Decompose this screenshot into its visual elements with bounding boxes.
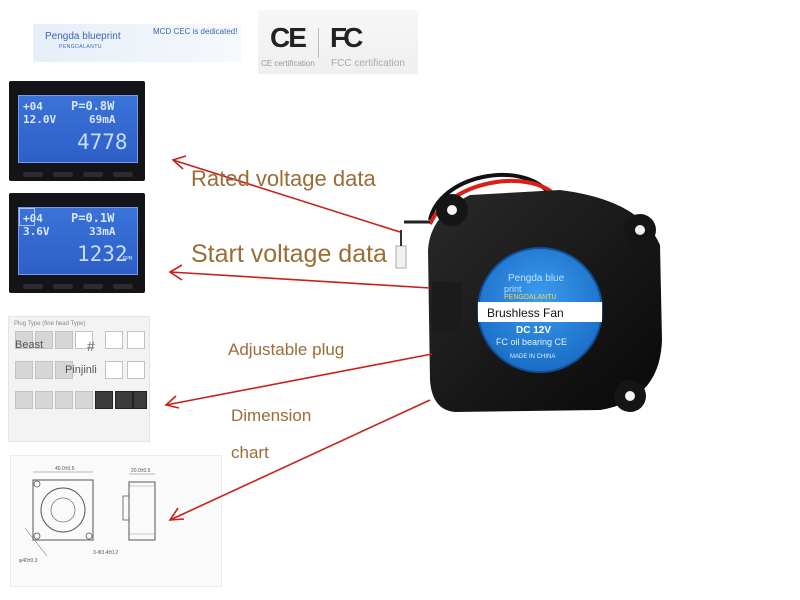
label-dimension: Dimension — [231, 406, 312, 425]
dim-diagonal-label: φ40±0.3 — [19, 558, 38, 564]
meter-display: +04 P=0.8W 12.0V 69mA 4778 — [18, 95, 138, 163]
plug-thumbnail — [133, 391, 147, 409]
fcc-mark-icon: FC — [330, 22, 363, 53]
sticker-brand: Pengda blue — [508, 273, 565, 284]
ce-label: CE certification — [261, 59, 315, 68]
meter-rpm: 4778 — [77, 130, 128, 154]
dimension-drawing: 40.0±0.5 20.0±0.5 3-Φ3.4±0.2 φ40±0.3 — [10, 455, 222, 587]
meter-channel: +04 — [23, 212, 43, 225]
meter-channel: +04 — [23, 100, 43, 113]
sticker-band — [478, 302, 602, 322]
dim-hole-label: 3-Φ3.4±0.2 — [93, 550, 118, 556]
plug-thumbnail — [15, 361, 33, 379]
fan-symbol-icon — [19, 208, 35, 226]
arrow-plug — [165, 353, 433, 406]
meter-button — [83, 284, 103, 289]
meter-power: P=0.1W — [71, 211, 115, 225]
plug-thumbnail — [127, 331, 145, 349]
plug-panel-title: Plug Type (fine head Type) — [14, 321, 86, 327]
sticker-bearing: FC oil bearing CE — [496, 337, 567, 347]
meter-power: P=0.8W — [71, 99, 115, 113]
plug-thumbnail — [75, 391, 93, 409]
sticker-voltage: DC 12V — [516, 325, 551, 336]
brand-subtitle: PENGDALANTU — [59, 44, 103, 50]
plug-thumbnail — [35, 391, 53, 409]
fan-outline — [32, 479, 94, 541]
mount-hole — [447, 205, 457, 215]
brand-name: Pengda blueprint — [45, 31, 121, 42]
dim-top-label: 40.0±0.5 — [55, 466, 75, 472]
dimension-line — [24, 527, 48, 557]
plug-thumbnail — [127, 361, 145, 379]
plug-thumbnail — [105, 331, 123, 349]
sticker-subbrand: PENGDALANTU — [504, 294, 557, 301]
mount-hole — [33, 532, 41, 540]
plug-thumbnail — [95, 391, 113, 409]
plug-thumbnail — [75, 331, 93, 349]
label-rated-voltage: Rated voltage data — [191, 166, 376, 191]
plug-thumbnail — [35, 331, 53, 349]
meter-button — [113, 172, 133, 177]
arrow-dimension — [169, 399, 431, 521]
plug-thumbnail — [15, 391, 33, 409]
dimension-drawing-svg: 40.0±0.5 20.0±0.5 3-Φ3.4±0.2 φ40±0.3 — [19, 466, 156, 564]
arrowhead — [168, 507, 185, 521]
certification-panel: CE FC CE certification FCC certification — [258, 10, 418, 74]
rated-voltage-meter: +04 P=0.8W 12.0V 69mA 4778 — [9, 81, 145, 181]
mount-hole — [33, 480, 41, 488]
plug-thumbnail — [55, 391, 73, 409]
meter-current: 69mA — [89, 113, 116, 126]
meter-button — [23, 284, 43, 289]
plug-thumbnail — [15, 331, 33, 349]
plug-thumbnail — [35, 361, 53, 379]
plug-thumbnail — [55, 361, 73, 379]
meter-rpm-unit: RPM — [123, 256, 133, 262]
label-start-voltage: Start voltage data — [191, 240, 387, 268]
plug-thumbnail — [115, 391, 133, 409]
meter-button — [83, 172, 103, 177]
brand-banner: Pengda blueprint PENGDALANTU MCD CEC is … — [33, 24, 241, 62]
mount-hole — [85, 532, 93, 540]
plug-watermark-text: Beast — [15, 339, 44, 351]
meter-button — [53, 284, 73, 289]
arrow-group — [164, 155, 433, 521]
meter-display: +04 P=0.1W 3.6V 33mA 1232 RPM — [18, 207, 138, 275]
fan-side-detail — [122, 495, 130, 521]
meter-current: 33mA — [89, 225, 116, 238]
mount-hole — [625, 391, 635, 401]
meter-button — [113, 284, 133, 289]
label-adjustable-plug: Adjustable plug — [228, 340, 345, 359]
sticker-brand-line2: print — [504, 284, 522, 294]
start-voltage-meter: +04 P=0.1W 3.6V 33mA 1232 RPM — [9, 193, 145, 293]
brand-note: MCD CEC is dedicated! — [153, 27, 238, 36]
fan-hub-circle — [50, 497, 76, 523]
sticker-origin: MADE IN CHINA — [510, 354, 555, 360]
arrow-rated-voltage — [172, 159, 401, 233]
meter-button — [53, 172, 73, 177]
fan-intake-circle — [40, 487, 86, 533]
arrowhead — [171, 155, 187, 170]
cert-divider — [318, 28, 319, 58]
arrowhead — [164, 395, 180, 409]
plug-watermark-text: Pinjinli — [65, 364, 97, 376]
plug-watermark-symbol: # — [87, 338, 95, 354]
arrowhead — [168, 264, 183, 281]
sticker-band-text: Brushless Fan — [487, 306, 564, 320]
meter-button — [23, 172, 43, 177]
fan-outlet — [432, 282, 462, 332]
fcc-label: FCC certification — [331, 58, 405, 69]
plug-thumbnail — [105, 361, 123, 379]
plug-type-panel: Plug Type (fine head Type) Beast # Pinji… — [8, 316, 150, 442]
meter-voltage: 3.6V — [23, 225, 50, 238]
meter-rpm: 1232 — [77, 242, 128, 266]
ce-mark-icon: CE — [270, 22, 307, 53]
dim-side-label: 20.0±0.5 — [131, 468, 151, 474]
fan-connector — [395, 245, 407, 269]
label-chart: chart — [231, 443, 269, 462]
meter-voltage: 12.0V — [23, 113, 57, 126]
arrow-start-voltage — [169, 271, 431, 289]
mount-hole — [635, 225, 645, 235]
plug-thumbnail — [55, 331, 73, 349]
